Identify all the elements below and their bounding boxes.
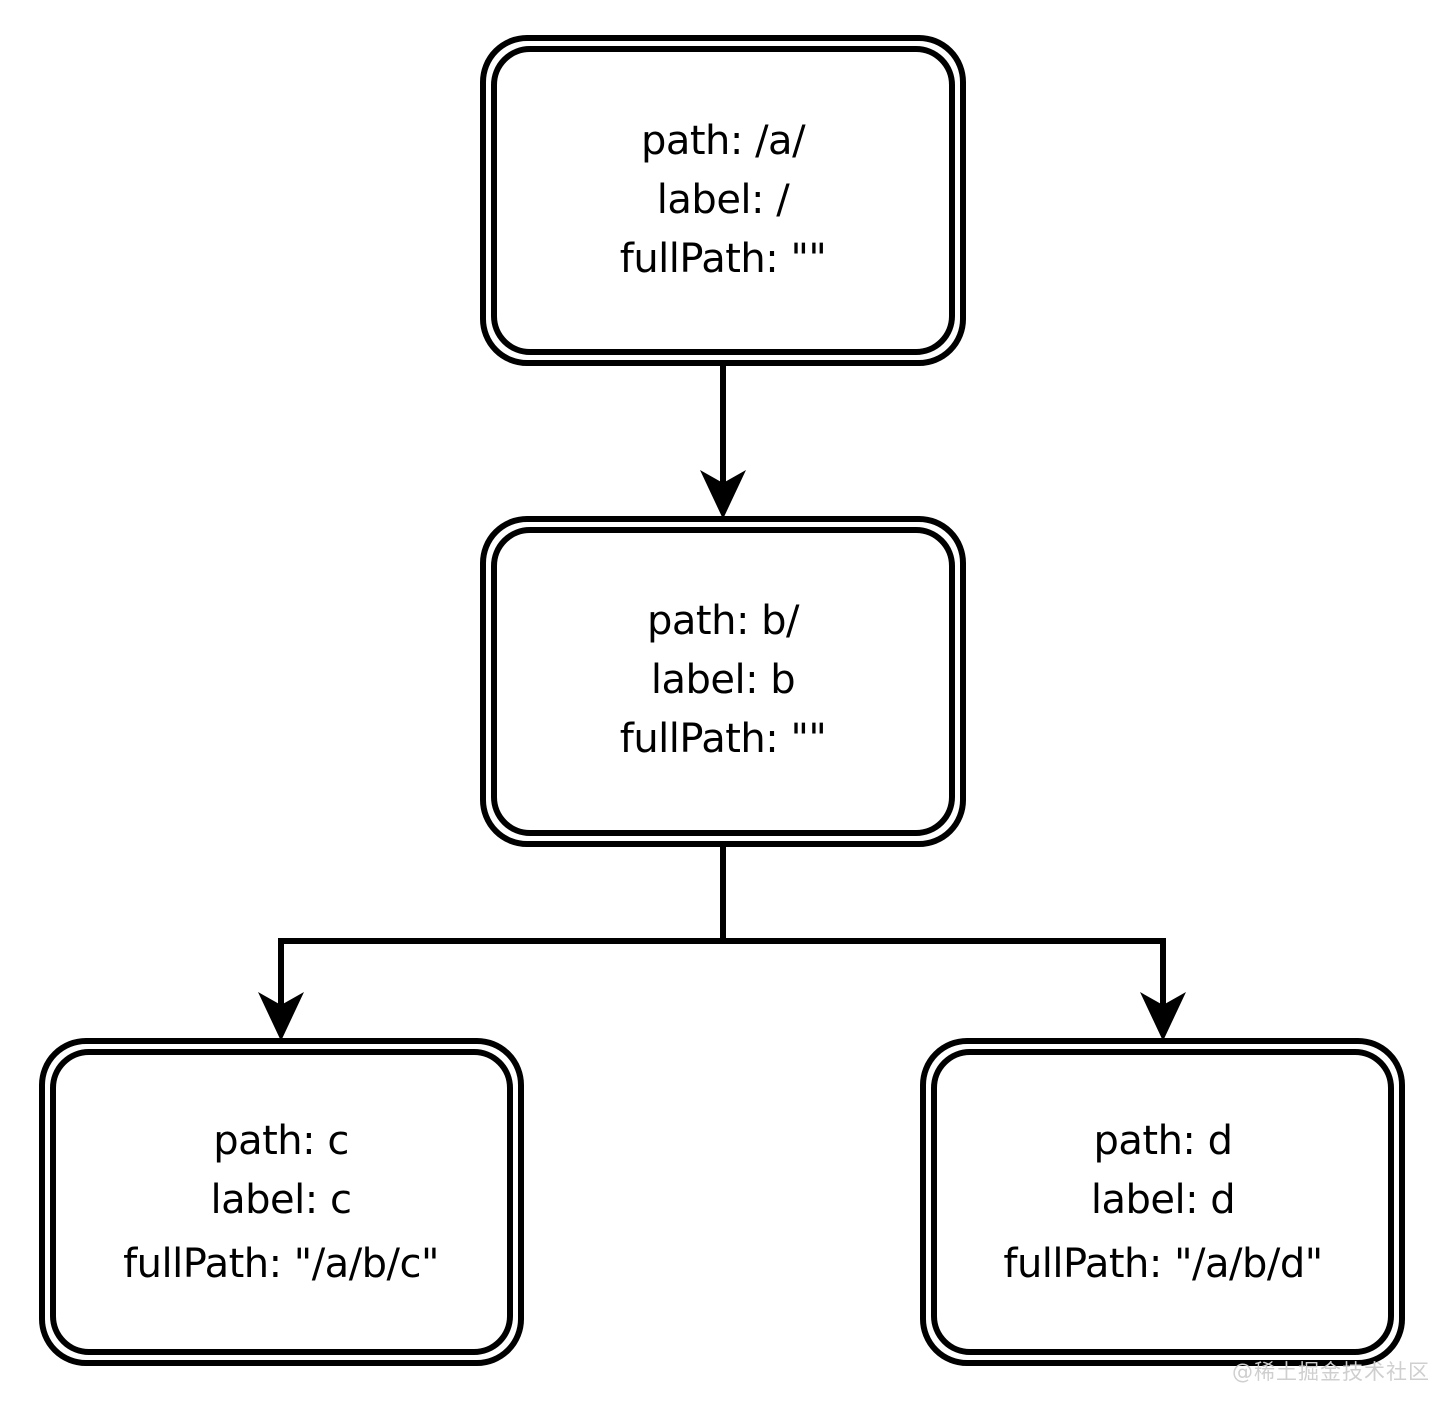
- node-d-inner-border: [931, 1049, 1394, 1355]
- node-root-line-1: path: /a/: [641, 118, 806, 164]
- node-root[interactable]: path: /a/ label: / fullPath: "": [480, 35, 966, 366]
- edge-root-to-b-arrowhead: [700, 470, 746, 519]
- edge-b-to-d: [723, 938, 1186, 1041]
- node-root-line-3: fullPath: "": [620, 236, 827, 282]
- node-c[interactable]: path: c label: c fullPath: "/a/b/c": [39, 1038, 524, 1366]
- node-root-inner-border: [491, 46, 955, 355]
- edge-b-to-d-line: [723, 938, 1166, 1020]
- edge-b-to-d-arrowhead: [1140, 992, 1186, 1041]
- edge-b-to-c-line: [278, 843, 726, 1020]
- node-c-line-3: fullPath: "/a/b/c": [123, 1241, 439, 1287]
- node-d-line-1: path: d: [1093, 1118, 1232, 1164]
- edge-b-to-c: [258, 843, 726, 1041]
- node-b-line-2: label: b: [651, 657, 795, 703]
- node-b-inner-border: [491, 527, 955, 836]
- node-b[interactable]: path: b/ label: b fullPath: "": [480, 516, 966, 847]
- node-c-line-2: label: c: [211, 1177, 352, 1223]
- node-b-line-1: path: b/: [647, 598, 800, 644]
- node-c-line-1: path: c: [213, 1118, 349, 1164]
- watermark-label: @稀土掘金技术社区: [1232, 1360, 1430, 1384]
- node-c-inner-border: [50, 1049, 513, 1355]
- node-root-line-2: label: /: [657, 177, 790, 223]
- edge-b-to-c-arrowhead: [258, 992, 304, 1041]
- node-d-line-3: fullPath: "/a/b/d": [1003, 1241, 1322, 1287]
- node-d-line-2: label: d: [1091, 1177, 1235, 1223]
- node-b-line-3: fullPath: "": [620, 716, 827, 762]
- node-d[interactable]: path: d label: d fullPath: "/a/b/d": [920, 1038, 1405, 1366]
- edge-root-to-b: [700, 363, 746, 519]
